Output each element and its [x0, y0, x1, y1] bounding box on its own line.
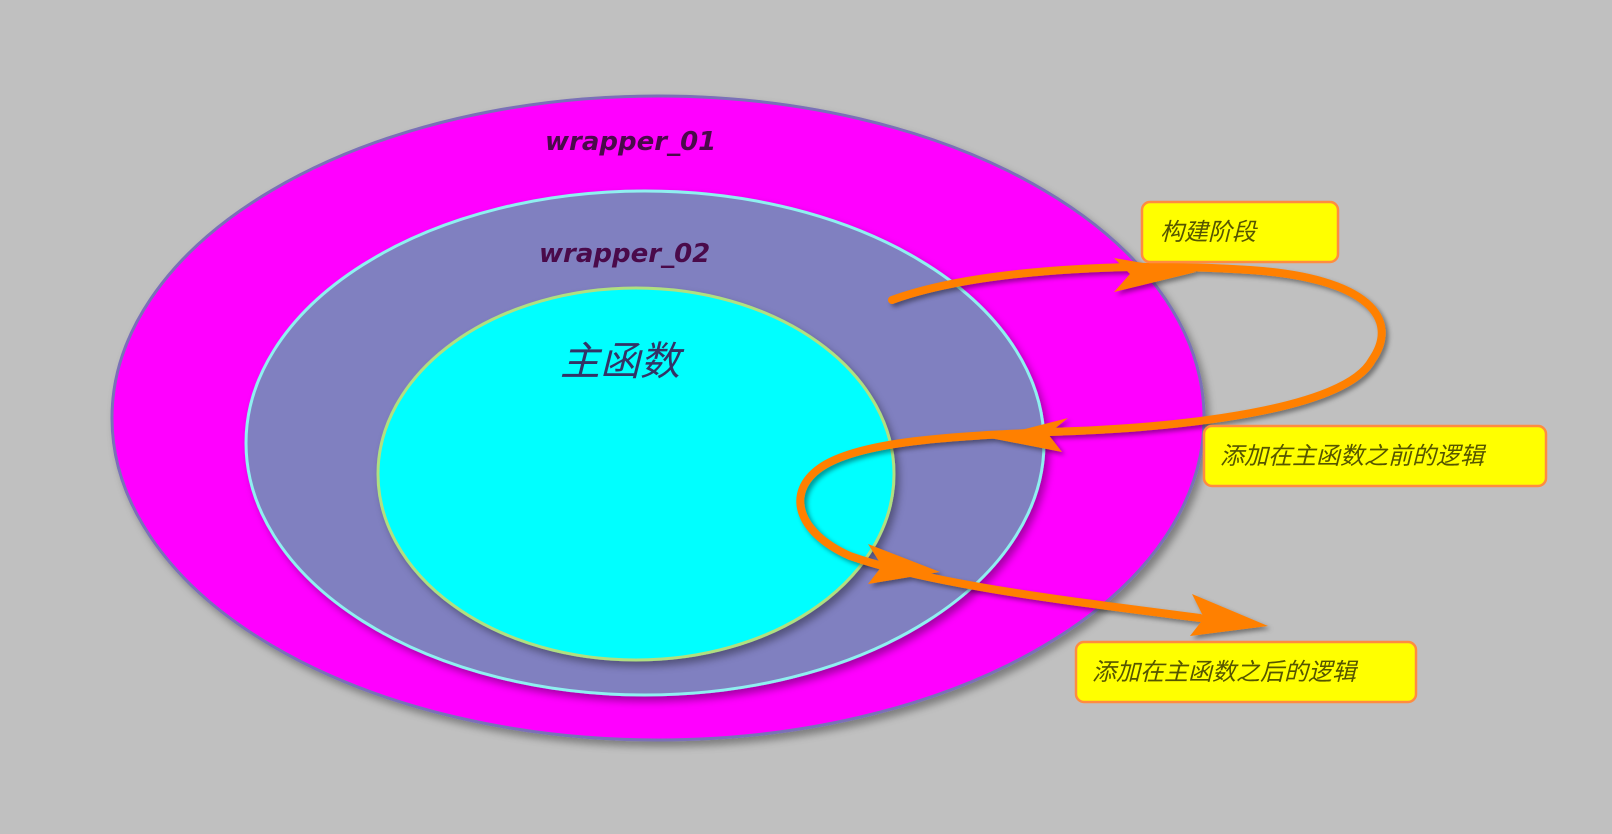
core-label: 主函数 [560, 339, 685, 385]
callout-after-main-box [1074, 640, 1418, 704]
callout-build-phase-label: 构建阶段 [1160, 218, 1258, 246]
core-main-function [376, 286, 896, 662]
flow-path-main-loop [796, 428, 1204, 622]
arrowhead-core-exit [868, 544, 940, 584]
middle-ring-label: wrapper_02 [539, 239, 710, 269]
callout-after-main: 添加在主函数之后的逻辑 [1074, 640, 1418, 704]
callout-after-main-label: 添加在主函数之后的逻辑 [1092, 658, 1359, 686]
callout-build-phase-box [1140, 200, 1340, 264]
outer-ring-label: wrapper_01 [545, 127, 716, 157]
arrowhead-build [1114, 258, 1196, 292]
arrowhead-after-logic [1190, 594, 1268, 636]
callout-before-main: 添加在主函数之前的逻辑 [1202, 424, 1548, 488]
execution-flow-arrow [796, 258, 1386, 636]
callout-before-main-label: 添加在主函数之前的逻辑 [1220, 442, 1487, 470]
flow-path-build-loop [888, 262, 1386, 436]
callout-before-main-box [1202, 424, 1548, 488]
callout-build-phase: 构建阶段 [1140, 200, 1340, 264]
